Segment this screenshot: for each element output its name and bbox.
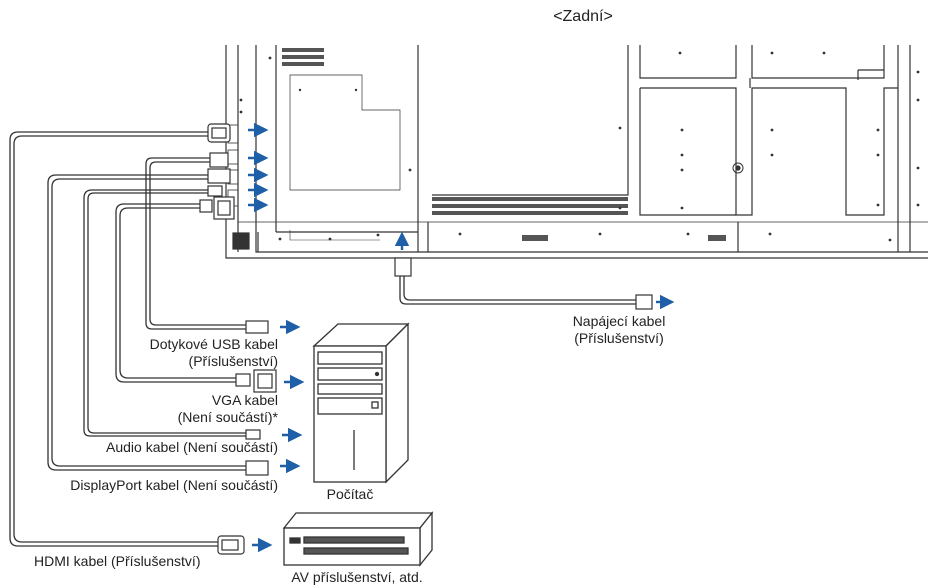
vga-cable-note: (Není součástí)* (177, 409, 278, 425)
page-title: <Zadní> (553, 8, 613, 25)
usb-cable-label: Dotykové USB kabel (Příslušenství) (110, 336, 278, 370)
computer-label: Počítač (326, 486, 374, 502)
cables (9, 131, 636, 547)
vga-cable-label: VGA kabel (Není součástí)* (140, 392, 278, 426)
usb-cable-name: Dotykové USB kabel (149, 336, 278, 352)
display-side-connectors (199, 123, 235, 220)
power-cable-name: Napájecí kabel (572, 313, 666, 329)
display-rear-panel (225, 45, 928, 259)
computer-tower (312, 322, 410, 484)
power-cable-note: (Příslušenství) (574, 330, 664, 346)
screw-holes (239, 51, 920, 242)
av-device-label: AV příslušenství, atd. (291, 569, 423, 585)
ventilation-grilles (282, 48, 726, 241)
av-device (282, 511, 434, 567)
audio-cable-label: Audio kabel (Není součástí) (106, 439, 278, 455)
device-side-connectors (217, 257, 653, 555)
power-cable-label: Napájecí kabel (Příslušenství) (554, 313, 684, 347)
vga-cable-name: VGA kabel (211, 392, 278, 408)
usb-cable-note: (Příslušenství) (188, 353, 278, 369)
displayport-cable-label: DisplayPort kabel (Není součástí) (70, 477, 278, 493)
connection-arrows (248, 122, 675, 553)
hdmi-cable-label: HDMI kabel (Příslušenství) (34, 553, 201, 569)
